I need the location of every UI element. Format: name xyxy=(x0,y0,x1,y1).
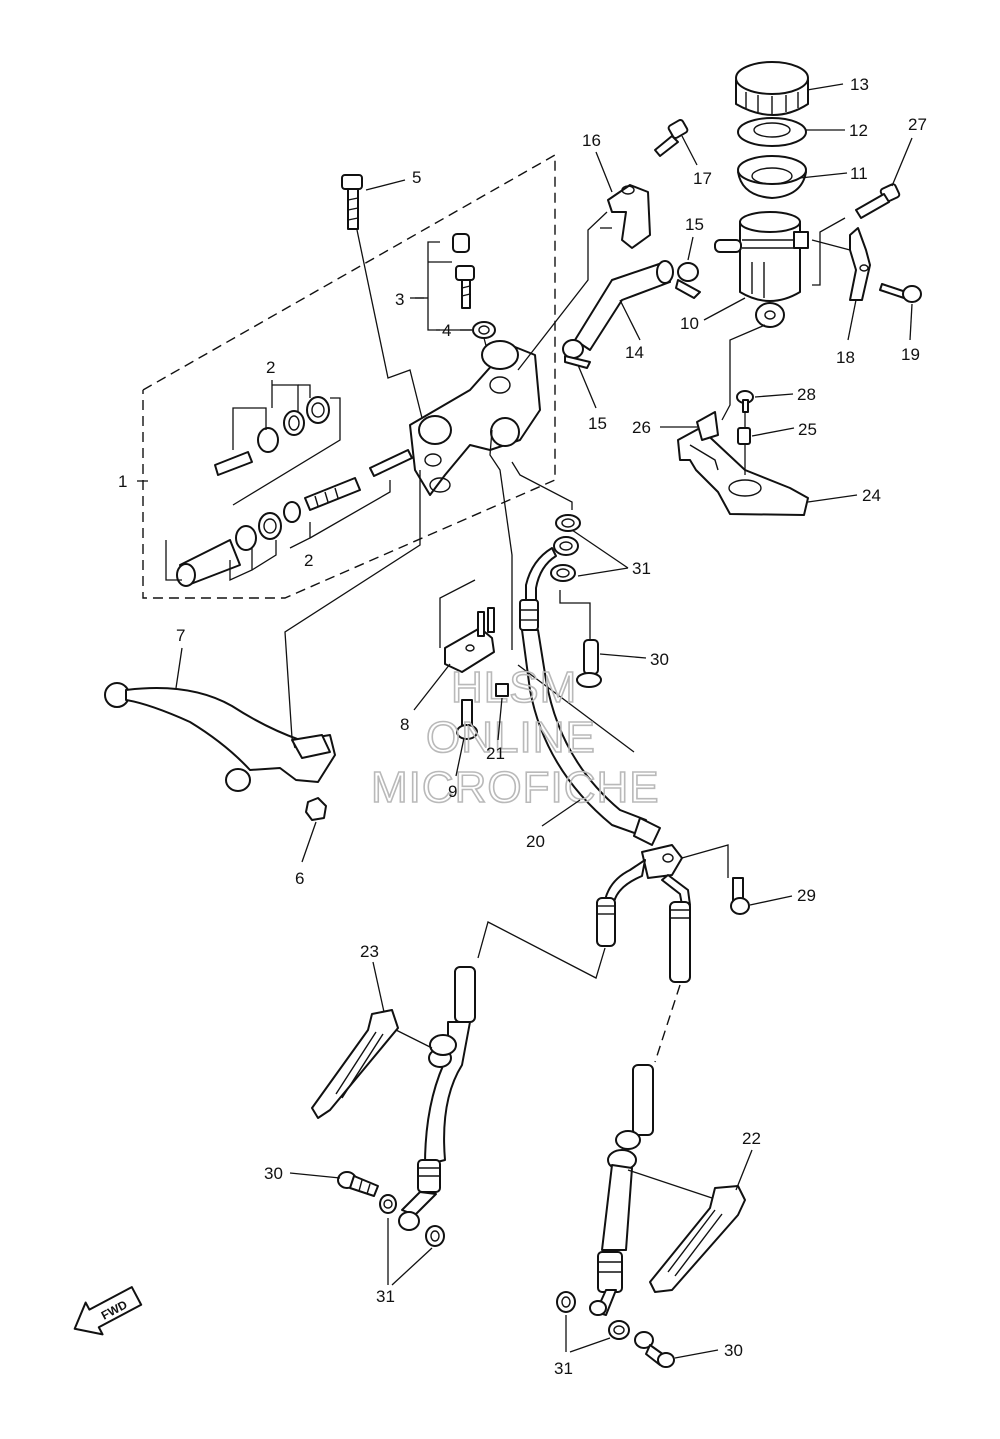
callout-23: 23 xyxy=(360,942,379,961)
bolt-29-part xyxy=(730,877,750,915)
guide-23-part xyxy=(311,1009,399,1119)
watermark-line3: MICROFICHE xyxy=(371,763,660,812)
callout-17: 17 xyxy=(693,169,712,188)
callout-4: 4 xyxy=(442,321,451,340)
callout-24: 24 xyxy=(862,486,881,505)
callout-21: 21 xyxy=(486,744,505,763)
union-bolt-30-upper xyxy=(576,639,602,688)
callout-13: 13 xyxy=(850,75,869,94)
callout-22: 22 xyxy=(742,1129,761,1148)
callout-11: 11 xyxy=(850,164,868,183)
washers-31-left xyxy=(379,1194,445,1247)
bolt-5-part xyxy=(341,174,363,230)
callout-29: 29 xyxy=(797,886,816,905)
callout-18: 18 xyxy=(836,348,855,367)
plate-12-part xyxy=(737,117,807,147)
union-bolt-30-left xyxy=(337,1171,379,1197)
brake-switch-8 xyxy=(444,607,495,673)
callout-27: 27 xyxy=(908,115,927,134)
callout-7: 7 xyxy=(176,626,185,645)
guide-22-part xyxy=(649,1185,746,1293)
washers-31-upper xyxy=(550,514,581,582)
master-cylinder-body xyxy=(409,340,541,496)
callout-14: 14 xyxy=(625,343,644,362)
callout-8: 8 xyxy=(400,715,409,734)
callout-19: 19 xyxy=(901,345,920,364)
callout-2-upper: 2 xyxy=(266,358,275,377)
callout-leaders xyxy=(137,83,913,1359)
clip-21-part xyxy=(495,683,509,697)
bolt-9-part xyxy=(456,699,478,740)
washers-31-right xyxy=(556,1291,630,1340)
bolt-26-part xyxy=(696,411,719,441)
diaphragm-11-part xyxy=(737,155,807,199)
watermark-line2: ONLINE xyxy=(426,713,596,762)
callout-25: 25 xyxy=(798,420,817,439)
callout-31-right: 31 xyxy=(554,1359,573,1378)
callout-10: 10 xyxy=(680,314,699,333)
bolt-28-part xyxy=(736,390,754,413)
callout-3: 3 xyxy=(395,290,404,309)
callout-2-lower: 2 xyxy=(304,551,313,570)
callout-9: 9 xyxy=(448,782,457,801)
hose-joint xyxy=(641,844,683,879)
callout-30-right: 30 xyxy=(724,1341,743,1360)
piston-kit-upper xyxy=(214,396,330,476)
bracket-18-part xyxy=(849,227,871,301)
bleeder-3-part xyxy=(452,233,475,309)
brake-hose-left xyxy=(398,859,646,1231)
callout-26: 26 xyxy=(632,418,651,437)
callout-12: 12 xyxy=(849,121,868,140)
callout-1: 1 xyxy=(118,472,127,491)
clamp-15-lower xyxy=(562,339,591,369)
stay-24-part xyxy=(677,427,809,516)
union-bolt-30-right xyxy=(634,1331,675,1368)
bolt-19-part xyxy=(879,283,922,303)
watermark: HLSM ONLINE MICROFICHE xyxy=(370,662,660,813)
callout-labels: 1 2 2 3 4 5 6 7 8 9 10 11 12 13 14 15 15… xyxy=(118,75,927,1378)
callout-30-left: 30 xyxy=(264,1164,283,1183)
fwd-arrow-icon: FWD xyxy=(73,1286,143,1336)
callout-15-upper: 15 xyxy=(685,215,704,234)
callout-20: 20 xyxy=(526,832,545,851)
washer-4-part xyxy=(472,321,496,339)
bolt-17-part xyxy=(654,119,689,157)
callout-31-upper: 31 xyxy=(632,559,651,578)
reservoir-cap-13 xyxy=(735,61,809,116)
callout-15-lower: 15 xyxy=(588,414,607,433)
reservoir-10-part xyxy=(714,211,809,328)
brake-hose-20 xyxy=(519,547,661,846)
bracket-16-part xyxy=(607,184,651,249)
callout-31-left: 31 xyxy=(376,1287,395,1306)
clamp-15-upper xyxy=(675,262,701,299)
brake-hose-right xyxy=(589,874,691,1316)
callout-5: 5 xyxy=(412,168,421,187)
callout-16: 16 xyxy=(582,131,601,150)
bolt-27-part xyxy=(855,183,901,219)
callout-28: 28 xyxy=(797,385,816,404)
watermark-line1: HLSM xyxy=(451,663,577,712)
collar-25-part xyxy=(737,427,751,445)
piston-kit-lower xyxy=(176,449,413,587)
brake-lever-7 xyxy=(104,682,336,792)
callout-30-upper: 30 xyxy=(650,650,669,669)
callout-6: 6 xyxy=(295,869,304,888)
nut-6-part xyxy=(305,797,327,821)
